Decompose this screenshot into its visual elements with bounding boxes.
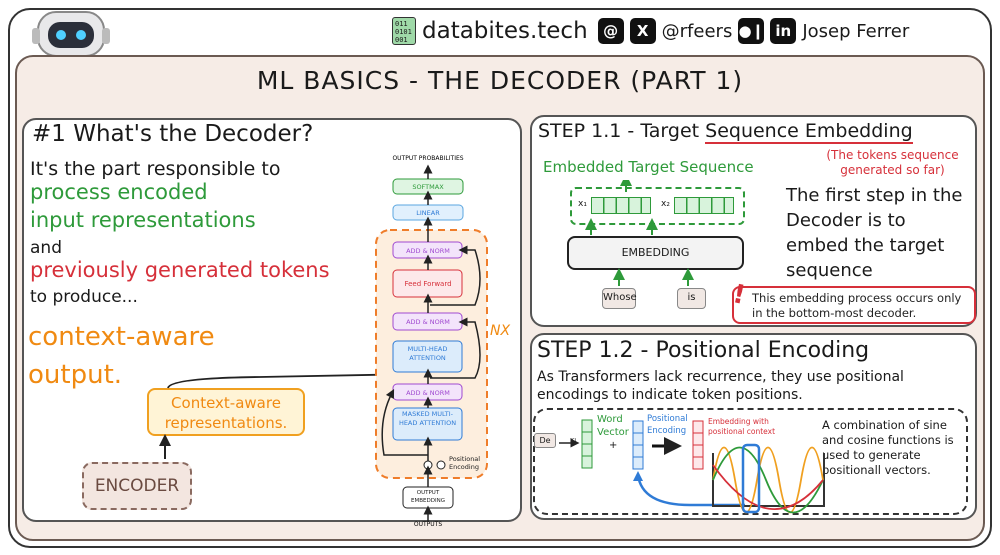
highlight-input-representations: input representations: [30, 208, 256, 232]
feed-forward-label: Feed Forward: [404, 280, 451, 288]
embedding-with-context-label: Embedding with positional context: [708, 417, 776, 436]
embedding-vector-1: [591, 197, 651, 214]
embedding-arrows: [585, 180, 694, 286]
step-1-1-title-emphasis: Sequence Embedding: [705, 120, 913, 144]
embedded-target-label: Embedded Target Sequence: [543, 158, 754, 176]
positional-encoding-label: Positional Encoding: [647, 414, 688, 436]
sine-curve-orange: [712, 446, 824, 514]
plus-sign: +: [609, 440, 618, 451]
word-vector-label: Word Vector: [597, 414, 629, 438]
word-vector: [581, 419, 593, 469]
step-1-2-description: As Transformers lack recurrence, they us…: [537, 369, 904, 403]
page-title: ML BASICS - THE DECODER (PART 1): [256, 66, 744, 95]
token-box: Whose: [602, 288, 637, 309]
sine-wave-icon: [436, 460, 446, 470]
positional-encoding-illustration: [533, 408, 968, 515]
outer-frame: [8, 8, 992, 548]
handle-link[interactable]: @rfeers: [661, 20, 733, 42]
site-link[interactable]: databites.tech: [422, 18, 588, 44]
add-norm-label: ADD & NORM: [406, 318, 450, 326]
flow-arrows: [381, 164, 481, 522]
intro-text: It's the part responsible to: [30, 158, 281, 180]
context-representations-box: Context-aware representations.: [147, 388, 305, 436]
linear-label: LINEAR: [416, 209, 440, 217]
section-heading: #1 What's the Decoder?: [32, 121, 314, 147]
positional-vector: [632, 420, 644, 470]
embedding-layer-box: EMBEDDING: [567, 236, 744, 270]
output-probabilities-label: OUTPUT PROBABILITIES: [392, 155, 463, 162]
position-highlight: [741, 443, 761, 514]
step-1-1-description: The first step in the Decoder is to embe…: [786, 185, 963, 281]
highlight-output: output.: [28, 360, 123, 390]
medium-icon[interactable]: ●❙: [738, 18, 765, 44]
token-box: is: [677, 288, 706, 309]
warning-note: This embedding process occurs only in th…: [732, 286, 976, 324]
softmax-label: SOFTMAX: [412, 183, 444, 191]
databites-logo-icon: 011 0101 001: [392, 17, 416, 45]
x-icon[interactable]: X: [629, 18, 656, 44]
threads-icon[interactable]: @: [597, 18, 624, 44]
sine-cosine-note: A combination of sine and cosine functio…: [822, 418, 954, 477]
add-norm-label: ADD & NORM: [406, 247, 450, 255]
encoder-box: ENCODER: [82, 462, 192, 510]
step-1-1-title: STEP 1.1 - Target Sequence Embedding: [538, 120, 913, 144]
highlight-encoded: process encoded: [30, 180, 208, 204]
masked-attention-label: MASKED MULTI-HEAD ATTENTION: [398, 410, 457, 427]
outputs-label: OUTPUTS: [414, 521, 442, 528]
add-circle-icon: [423, 460, 433, 470]
feedback-arrow: [636, 474, 745, 507]
positional-encoding-label: Positional Encoding: [449, 455, 481, 471]
linkedin-icon[interactable]: in: [770, 18, 797, 44]
embedding-vector-2: [674, 197, 734, 214]
positional-encoding-graphic: [559, 419, 825, 514]
nx-label: NX: [490, 323, 510, 339]
feedback-arrowhead-icon: [633, 471, 643, 481]
text-and: and: [30, 238, 62, 258]
cosine-curve-red: [712, 464, 824, 511]
target-sequence-note: (The tokens sequence generated so far): [826, 148, 959, 177]
add-norm-label: ADD & NORM: [406, 389, 450, 397]
token-box: De: [534, 433, 556, 448]
sine-curve-green: [712, 446, 824, 514]
highlight-context-aware: context-aware: [28, 322, 215, 352]
output-embedding-label: OUTPUT EMBEDDING: [411, 490, 445, 504]
step-1-2-title: STEP 1.2 - Positional Encoding: [537, 338, 870, 363]
author-name: Josep Ferrer: [802, 20, 910, 42]
context-embedding-vector: [692, 420, 704, 470]
step-1-1-title-prefix: STEP 1.1 - Target: [538, 120, 706, 142]
context-arrow: [167, 368, 426, 389]
text-to-produce: to produce...: [30, 287, 138, 307]
x2-label: x₂: [661, 199, 670, 209]
header-bar: 011 0101 001 databites.tech @ X @rfeers …: [392, 16, 909, 46]
step-1-2-panel: [530, 333, 977, 520]
multi-head-attention-label: MULTI-HEAD ATTENTION: [407, 345, 448, 362]
x1-label: x₁: [578, 199, 587, 209]
highlight-generated-tokens: previously generated tokens: [30, 258, 330, 282]
plot-axes: [712, 453, 825, 507]
